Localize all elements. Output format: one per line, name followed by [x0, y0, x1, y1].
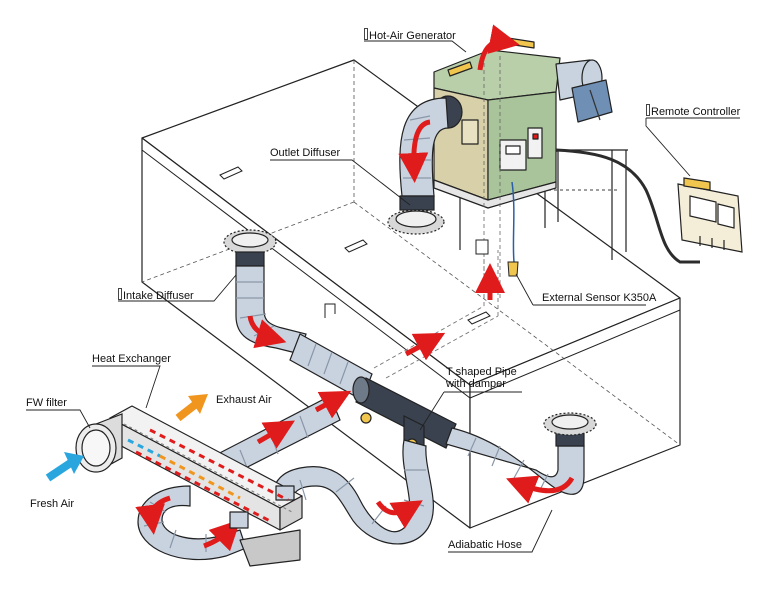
external-sensor: [507, 181, 519, 277]
exhaust-air-arrowhead: [188, 394, 208, 414]
arrow-up-1: [256, 420, 295, 449]
label-t-pipe-line1: T shaped Pipe: [446, 366, 517, 378]
heat-exchanger: [109, 405, 303, 567]
fresh-air-arrowhead: [64, 452, 84, 474]
label-exhaust-air: Exhaust Air: [216, 394, 272, 406]
outlet-arrow: [398, 119, 431, 183]
left-loop-arrow-2: [203, 519, 241, 552]
right-hose: [445, 412, 597, 495]
right-hose-arrow: [506, 475, 575, 504]
label-marker: [646, 104, 650, 116]
duct-stub: [475, 239, 489, 255]
leader-lines: [26, 40, 740, 553]
controller-cable: [555, 148, 700, 264]
hot-air-top-arrow: [477, 24, 520, 71]
arrow-up-2: [314, 390, 352, 419]
exhaust-air-arrow: [175, 400, 199, 422]
label-adiabatic-hose: Adiabatic Hose: [448, 539, 522, 551]
label-marker: [364, 28, 368, 40]
t-shaped-pipe: [352, 376, 457, 450]
label-outlet-diffuser: Outlet Diffuser: [270, 147, 341, 159]
label-external-sensor: External Sensor K350A: [542, 292, 657, 304]
lid-handles: [219, 166, 491, 325]
label-fw-filter: FW filter: [26, 397, 67, 409]
hot-air-generator: [433, 37, 613, 300]
fresh-air-arrow: [45, 458, 75, 482]
label-t-pipe-line2: with damper: [446, 378, 506, 390]
flow-arrow-1: [404, 332, 446, 361]
fw-filter: [75, 413, 123, 473]
lower-hose-arrow: [375, 500, 423, 529]
remote-controller: [677, 177, 743, 253]
label-hot-air-generator: Hot-Air Generator: [364, 28, 456, 43]
intake-arrow: [247, 315, 287, 349]
label-intake-diffuser: Intake Diffuser: [118, 288, 194, 303]
label-marker: [118, 288, 122, 300]
left-loop-arrow-1: [135, 495, 171, 535]
label-remote-controller: Remote Controller: [646, 104, 740, 119]
label-heat-exchanger: Heat Exchanger: [92, 353, 171, 365]
label-fresh-air: Fresh Air: [30, 498, 75, 510]
label-text: Intake Diffuser: [123, 290, 194, 302]
label-text: Remote Controller: [651, 106, 741, 118]
label-text: Hot-Air Generator: [369, 30, 456, 42]
